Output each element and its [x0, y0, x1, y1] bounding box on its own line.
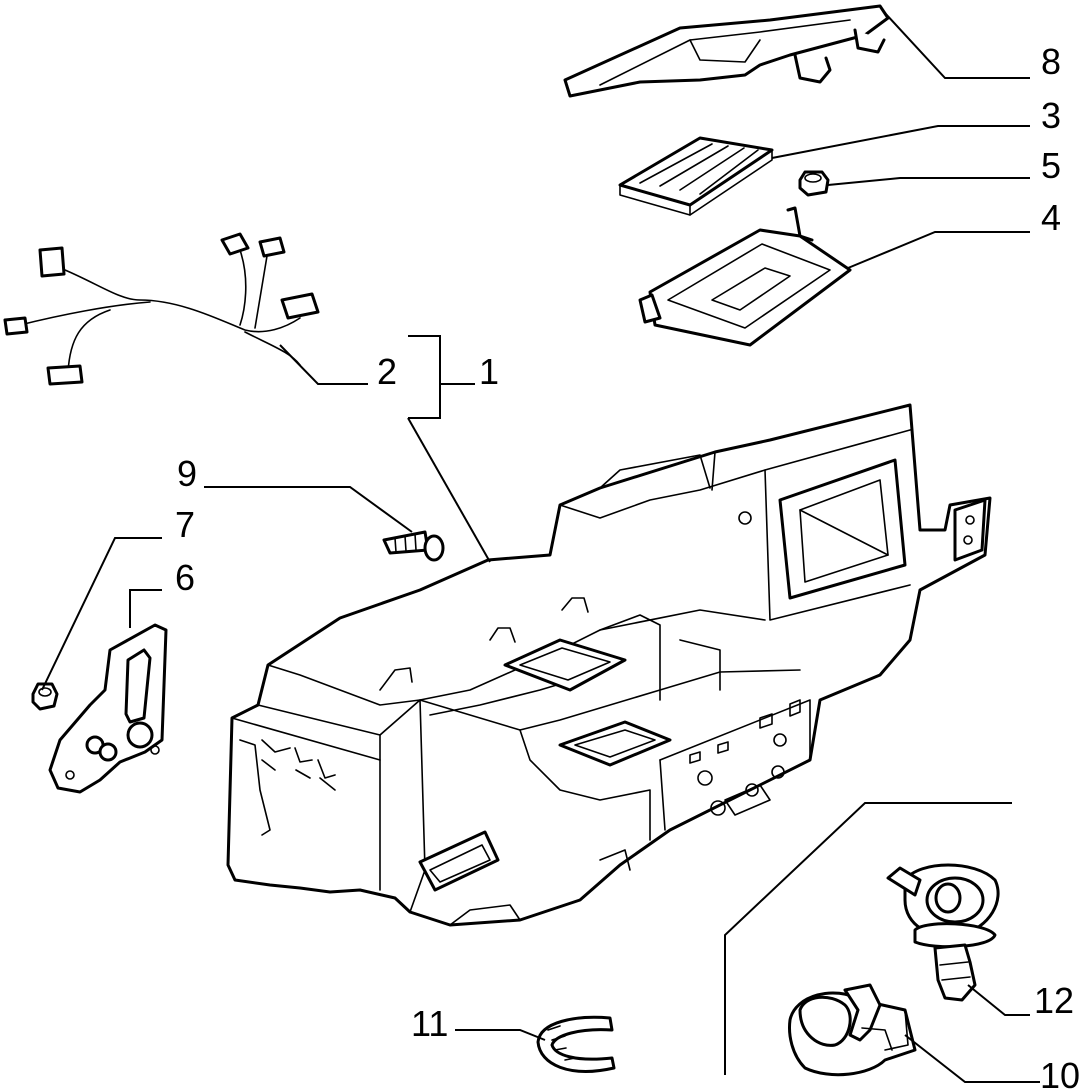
callout-2: 2 — [377, 351, 397, 392]
part-12-push-clip — [886, 863, 1000, 1002]
callout-8: 8 — [1041, 41, 1061, 82]
callout-5: 5 — [1041, 145, 1061, 186]
part-9-screw — [382, 530, 445, 562]
callout-12: 12 — [1034, 980, 1074, 1021]
callout-labels: 8 3 5 4 2 1 9 7 6 11 12 10 — [175, 41, 1080, 1091]
leader-lines — [41, 11, 1040, 1083]
part-2-wiring-harness — [3, 232, 320, 386]
callout-3: 3 — [1041, 95, 1061, 136]
part-1-main-housing — [226, 403, 992, 927]
part-11-hose-clamp — [536, 1015, 616, 1073]
callout-1: 1 — [479, 351, 499, 392]
part-7-nut — [31, 682, 59, 711]
part-6-gasket-plate — [48, 623, 168, 794]
part-4-filter-housing — [638, 206, 852, 347]
callout-7: 7 — [175, 504, 195, 545]
part-8-cover-frame — [563, 4, 890, 98]
callout-10: 10 — [1040, 1055, 1080, 1091]
part-10-pipe-clip — [788, 983, 917, 1077]
callout-11: 11 — [411, 1003, 448, 1044]
callout-4: 4 — [1041, 197, 1061, 238]
part-5-nut — [798, 170, 830, 197]
part-3-filter — [618, 136, 774, 216]
callout-9: 9 — [177, 453, 197, 494]
callout-6: 6 — [175, 557, 195, 598]
